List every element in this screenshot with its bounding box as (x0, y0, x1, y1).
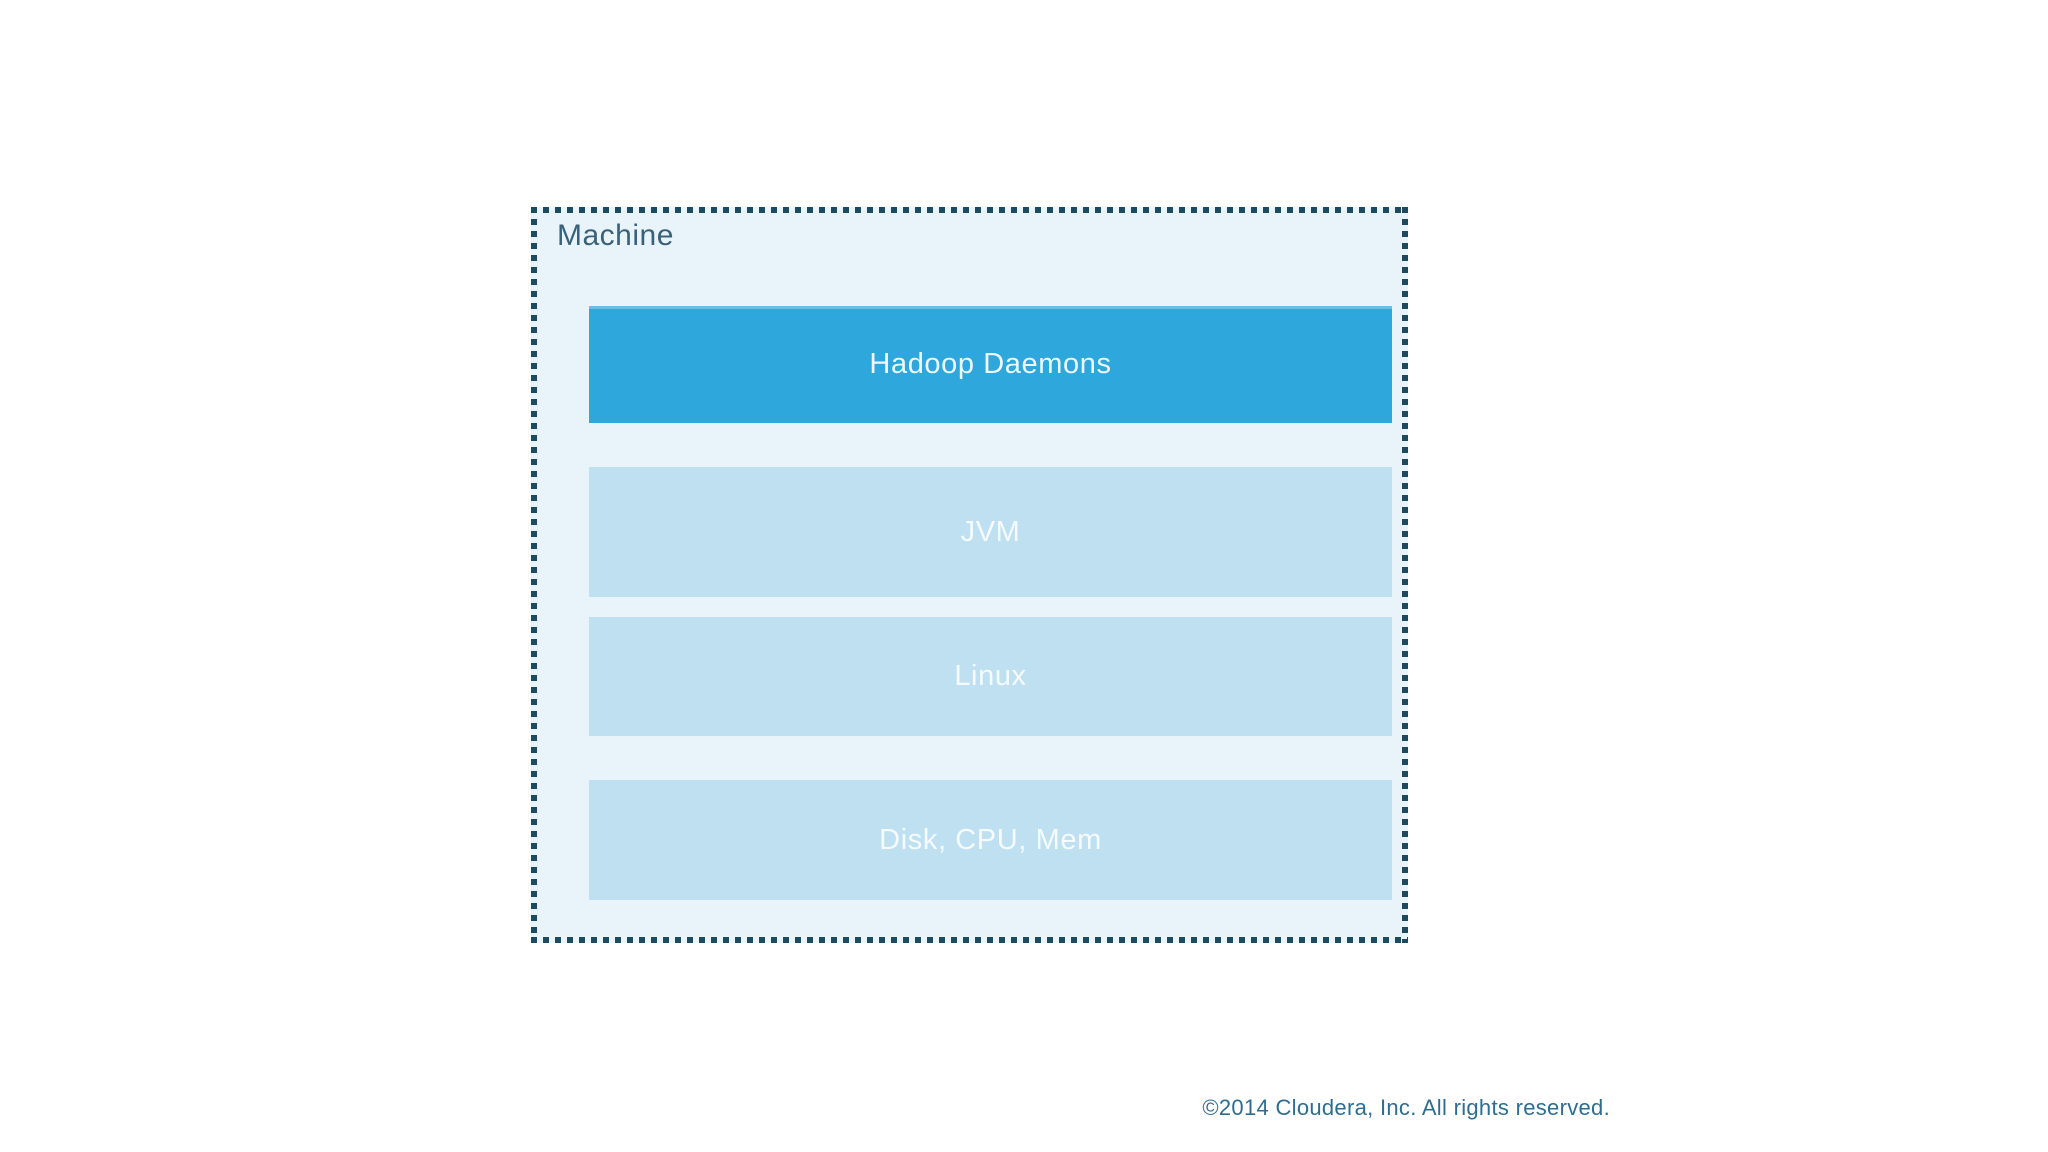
layer-label: Linux (954, 660, 1027, 692)
machine-label: Machine (557, 219, 674, 252)
layer-label: Hadoop Daemons (869, 348, 1112, 380)
layer-label: Disk, CPU, Mem (879, 823, 1102, 856)
dashed-border-top (531, 207, 1408, 213)
layer-disk-cpu-mem: Disk, CPU, Mem (589, 780, 1392, 900)
machine-container: Machine Hadoop Daemons JVM Linux Disk, C… (531, 207, 1408, 943)
dashed-border-left (531, 207, 537, 943)
copyright-text: ©2014 Cloudera, Inc. All rights reserved… (1202, 1095, 1610, 1120)
layer-jvm: JVM (589, 467, 1392, 597)
dashed-border-right (1402, 207, 1408, 943)
layer-label: JVM (960, 515, 1021, 548)
layer-linux: Linux (589, 617, 1392, 736)
dashed-border-bottom (531, 937, 1408, 943)
layer-hadoop-daemons: Hadoop Daemons (589, 306, 1392, 423)
